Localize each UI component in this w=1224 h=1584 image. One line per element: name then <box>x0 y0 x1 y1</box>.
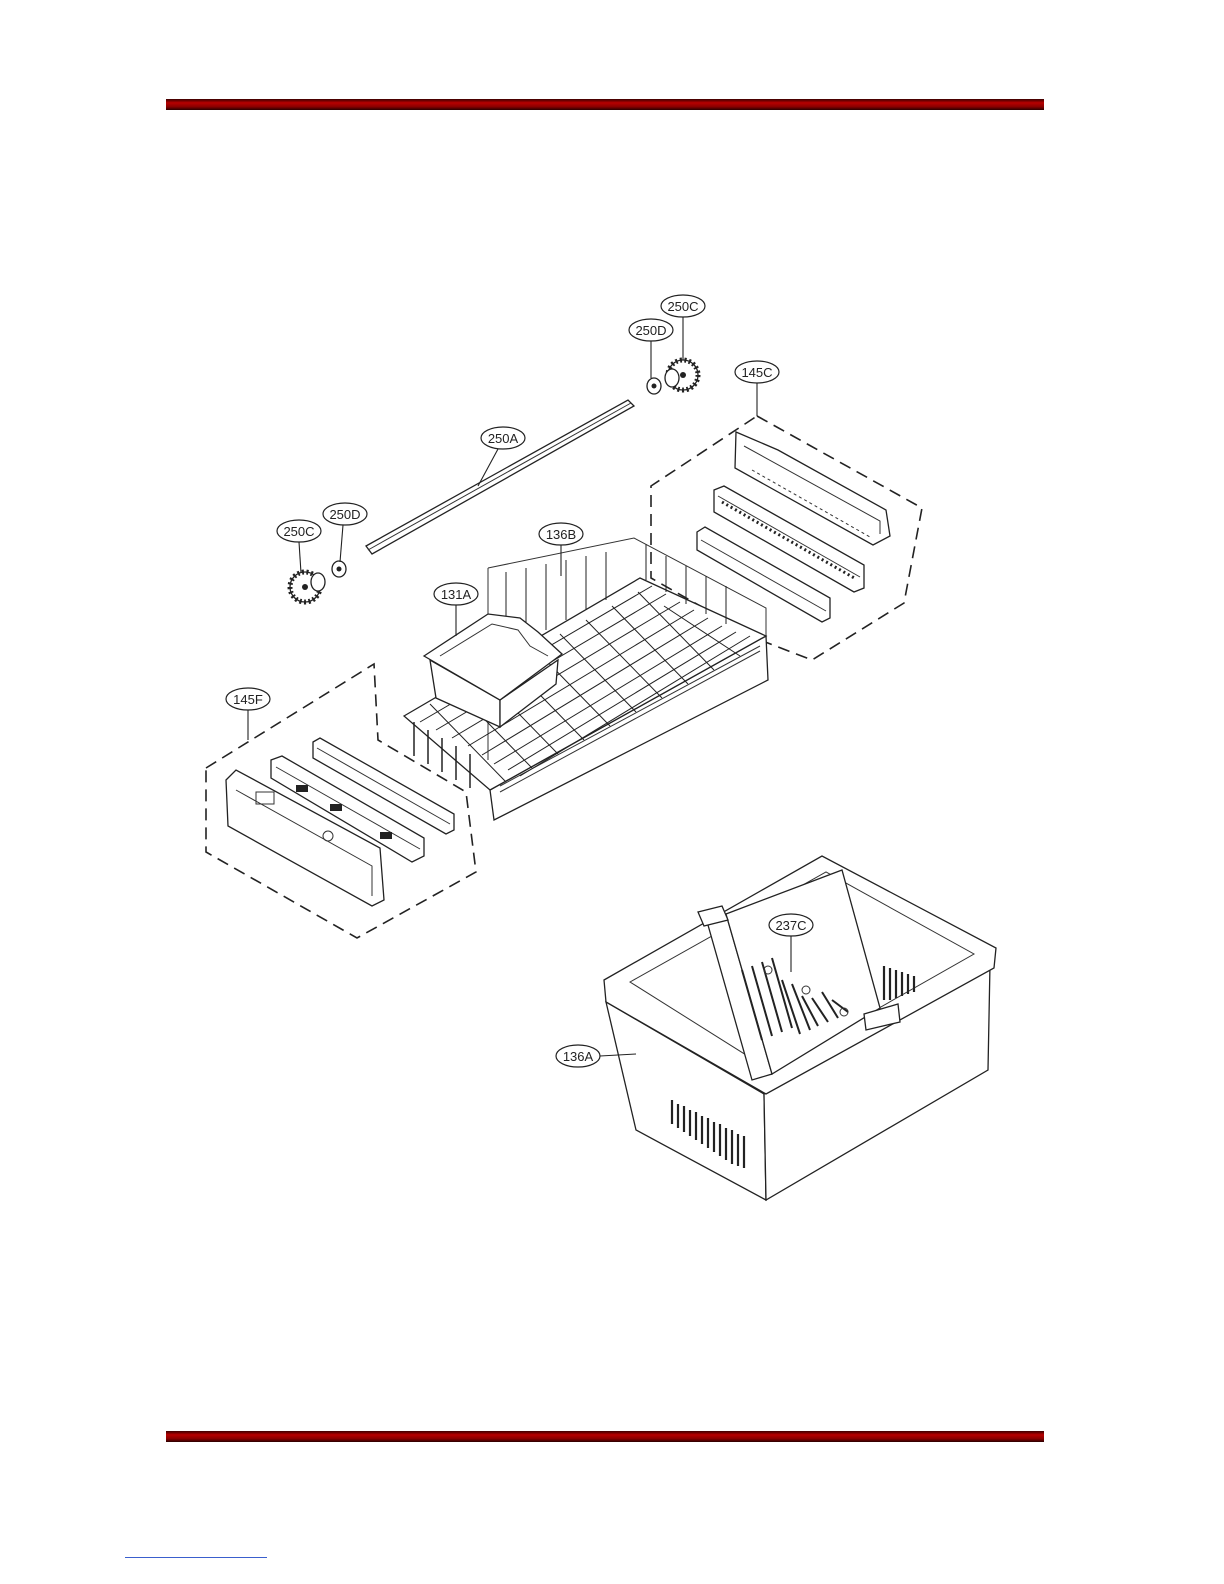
svg-text:250C: 250C <box>283 524 314 539</box>
svg-text:136B: 136B <box>546 527 576 542</box>
svg-text:250A: 250A <box>488 431 519 446</box>
collar-250D-left <box>332 561 346 577</box>
gear-250C-top <box>665 360 698 390</box>
callout-250D-top: 250D <box>629 319 673 378</box>
svg-text:136A: 136A <box>563 1049 594 1064</box>
exploded-parts-diagram: 250C 250D 145C 250A 250C 250D 136B 131A <box>195 280 1025 1210</box>
callout-145C: 145C <box>735 361 779 416</box>
svg-text:237C: 237C <box>775 918 806 933</box>
header-rule <box>166 99 1044 110</box>
collar-250D-top <box>647 378 661 394</box>
svg-text:250D: 250D <box>329 507 360 522</box>
callout-250D-left: 250D <box>323 503 367 562</box>
svg-text:131A: 131A <box>441 587 472 602</box>
callout-250C-left: 250C <box>277 520 321 573</box>
svg-text:145F: 145F <box>233 692 263 707</box>
footer-link-underline[interactable] <box>125 1557 267 1558</box>
svg-text:250D: 250D <box>635 323 666 338</box>
svg-text:145C: 145C <box>741 365 772 380</box>
gear-250C-left <box>290 572 325 602</box>
footer-rule <box>166 1431 1044 1442</box>
svg-text:250C: 250C <box>667 299 698 314</box>
guide-bar-250A <box>366 400 634 554</box>
